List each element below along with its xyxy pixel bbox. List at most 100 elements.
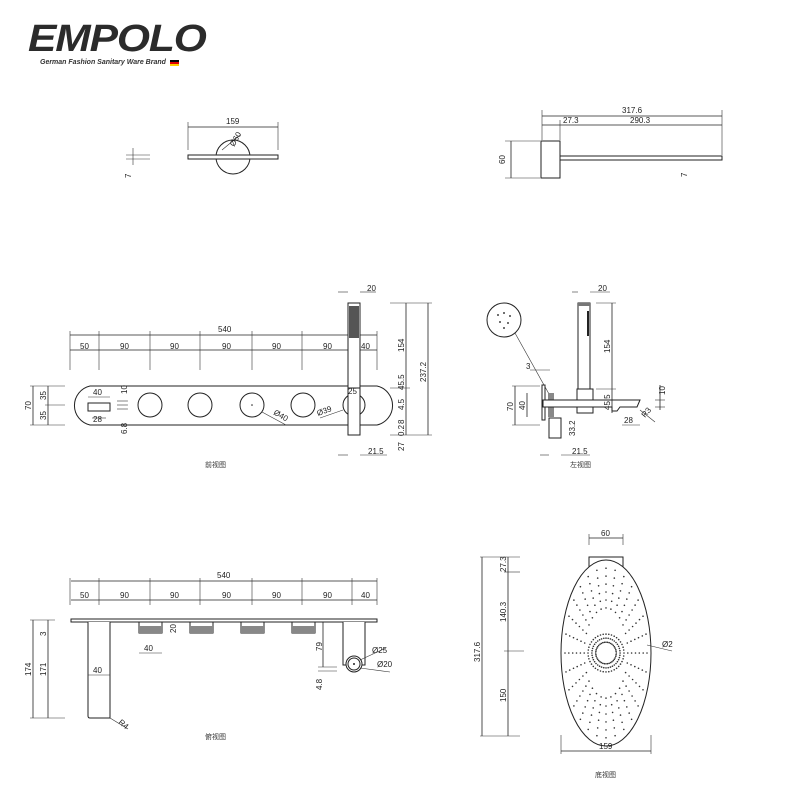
nozzle: [623, 652, 625, 654]
nozzle: [606, 641, 609, 644]
nozzle: [605, 737, 607, 739]
dim-79: 79: [315, 642, 324, 651]
nozzle: [614, 611, 617, 614]
nozzle: [587, 655, 590, 657]
nozzle: [607, 666, 609, 669]
nozzle: [626, 662, 629, 664]
nozzle: [618, 656, 621, 659]
dim-0-2: 0.2: [397, 424, 406, 436]
nozzle: [614, 692, 617, 695]
dim-height: 70: [506, 402, 515, 411]
nozzle: [595, 655, 597, 658]
nozzle: [596, 640, 599, 642]
nozzle: [599, 703, 602, 706]
nozzle: [596, 645, 599, 648]
nozzle: [591, 656, 594, 659]
nozzle: [580, 664, 582, 666]
nozzle: [575, 652, 578, 654]
nozzle: [602, 633, 604, 636]
dim-width: 28: [93, 415, 102, 424]
nozzle: [583, 662, 586, 664]
dim-45-5: 45.5: [603, 394, 612, 410]
nozzle: [593, 643, 596, 646]
dim-140-3: 140.3: [499, 601, 508, 622]
nozzle: [568, 689, 570, 691]
dim-spacing: 50: [80, 591, 89, 600]
nozzle: [594, 652, 597, 654]
nozzle: [613, 577, 616, 579]
nozzle: [621, 582, 623, 585]
nozzle: [613, 658, 616, 661]
nozzle: [621, 693, 623, 696]
nozzle: [579, 652, 582, 654]
nozzle: [595, 648, 597, 651]
nozzle: [590, 590, 593, 592]
nozzle: [615, 662, 617, 665]
dim-diameter-20: Ø20: [377, 660, 393, 669]
dim-3: 3: [39, 631, 48, 636]
nozzle: [596, 727, 599, 729]
nozzle: [615, 641, 617, 644]
nozzle: [600, 666, 603, 668]
nozzle: [612, 644, 615, 647]
nozzle: [600, 696, 602, 698]
dim-spacing: 90: [170, 342, 179, 351]
shower-head-view: 60 Ø2 317.6 27.3 140.3 150 159 底视图: [473, 529, 673, 779]
nozzle: [638, 652, 641, 654]
nozzle: [625, 685, 627, 687]
nozzle: [612, 659, 615, 662]
left-view: 20 154 45.5 3 70 40 33.2 10 28 R3 21.5 左…: [486, 284, 667, 469]
nozzle: [610, 696, 612, 698]
nozzle: [608, 641, 610, 644]
nozzle: [631, 695, 633, 697]
dim-spacing: 40: [361, 591, 370, 600]
nozzle: [576, 638, 578, 641]
nozzle: [641, 669, 644, 671]
nozzle: [615, 636, 618, 639]
nozzle: [610, 600, 613, 603]
nozzle: [597, 635, 599, 637]
logo-wordmark: EMPOLO: [28, 18, 207, 60]
nozzle: [589, 643, 591, 646]
nozzle: [597, 669, 599, 671]
nozzle: [565, 671, 567, 673]
nozzle: [578, 678, 581, 681]
dim-171: 171: [39, 662, 48, 676]
dim-21-5: 21.5: [572, 447, 588, 456]
dim-25: 25: [348, 387, 357, 396]
handle-side-view: 317.6 27.3 290.3 60 7: [498, 106, 723, 179]
nozzle: [582, 690, 584, 692]
nozzle: [599, 670, 602, 672]
knob-shade: [190, 626, 213, 633]
nozzle: [592, 597, 594, 599]
nozzle: [619, 649, 621, 652]
nozzle: [583, 652, 585, 654]
nozzle: [594, 636, 597, 639]
nozzle: [573, 705, 575, 707]
nozzle: [575, 622, 577, 624]
nozzle: [605, 721, 607, 723]
nozzle: [589, 721, 591, 724]
nozzle: [628, 690, 630, 692]
dim-width: 159: [599, 742, 613, 751]
nozzle: [622, 680, 624, 682]
nozzle: [579, 718, 582, 721]
nozzle: [605, 705, 607, 707]
nozzle: [576, 700, 578, 702]
nozzle: [590, 663, 593, 665]
nozzle: [626, 642, 629, 644]
nozzle: [594, 604, 596, 606]
nozzle: [592, 638, 595, 641]
nozzle: [615, 652, 618, 654]
nozzle: [642, 652, 644, 654]
nozzle: [621, 721, 623, 724]
nozzle: [617, 665, 620, 668]
nozzle: [634, 665, 636, 668]
nozzle: [645, 633, 647, 635]
nozzle: [596, 647, 598, 649]
nozzle: [591, 647, 594, 650]
dim-width: 40: [93, 388, 102, 397]
nozzle: [594, 667, 597, 670]
nozzle: [605, 697, 607, 699]
nozzle: [621, 643, 623, 646]
